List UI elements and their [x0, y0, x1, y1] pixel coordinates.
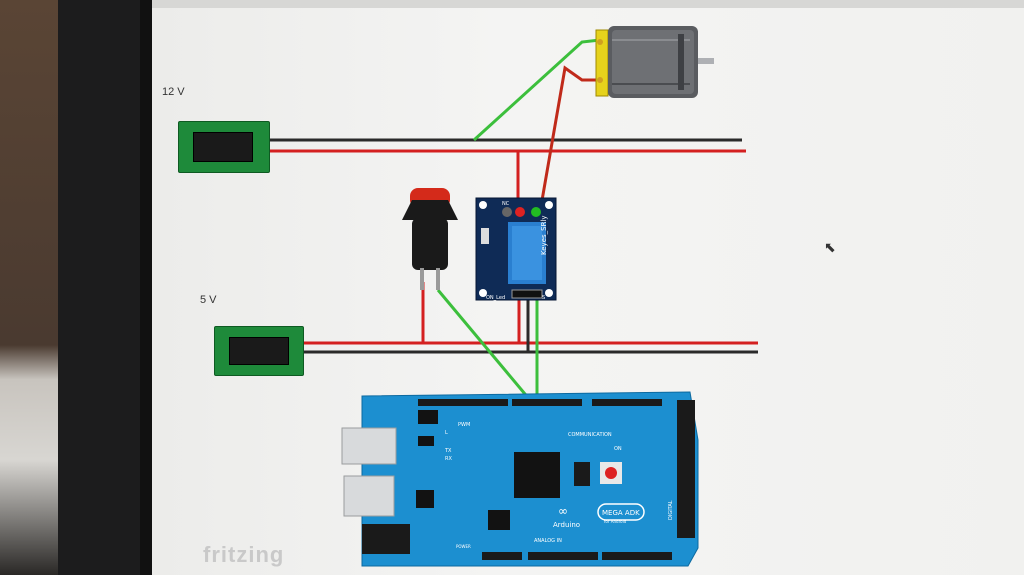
arduino-model-sub: for Android	[604, 519, 627, 524]
svg-text:∞: ∞	[558, 504, 568, 518]
wire-button-green[interactable]	[436, 289, 532, 401]
arduino-digital-label: DIGITAL	[668, 500, 674, 520]
label-5v: 5 V	[200, 294, 217, 306]
arduino-tx-label: TX	[444, 448, 452, 454]
relay-brand-label: Keyes_SRly	[540, 215, 548, 255]
arduino-pwm-label: PWM	[458, 422, 470, 428]
fritzing-watermark: fritzing	[203, 542, 285, 567]
relay-nc-label: NC	[502, 201, 510, 207]
arduino-l-label: L	[445, 430, 448, 436]
arduino-model: MEGA ADK	[602, 509, 640, 517]
dc-motor[interactable]	[595, 26, 714, 98]
relay-s-label: S	[542, 295, 545, 301]
push-button[interactable]	[402, 188, 458, 290]
power-jack-12v[interactable]	[193, 132, 253, 162]
toolbar-edge	[150, 0, 1024, 8]
arduino-logo-text: Arduino	[553, 521, 580, 529]
power-jack-5v-board[interactable]	[214, 326, 304, 376]
arduino-power-label: POWER	[456, 544, 471, 549]
relay-led-label: ON_Led	[486, 295, 505, 301]
power-jack-5v[interactable]	[229, 337, 289, 365]
monitor-bezel-inner	[140, 0, 152, 575]
arduino-on-label: ON	[614, 446, 622, 452]
mouse-pointer-icon: ⬉	[824, 239, 836, 255]
arduino-rx-label: RX	[445, 456, 452, 462]
monitor-bezel	[58, 0, 150, 575]
power-jack-12v-board[interactable]	[178, 121, 270, 173]
wire-motor-green[interactable]	[472, 38, 601, 142]
arduino-communication-label: COMMUNICATION	[568, 432, 612, 438]
label-12v: 12 V	[162, 86, 185, 98]
wire-motor-red[interactable]	[538, 65, 600, 213]
arduino-board[interactable]: ∞	[341, 391, 699, 567]
arduino-analog-label: ANALOG IN	[534, 538, 562, 544]
relay-module[interactable]	[475, 197, 557, 301]
